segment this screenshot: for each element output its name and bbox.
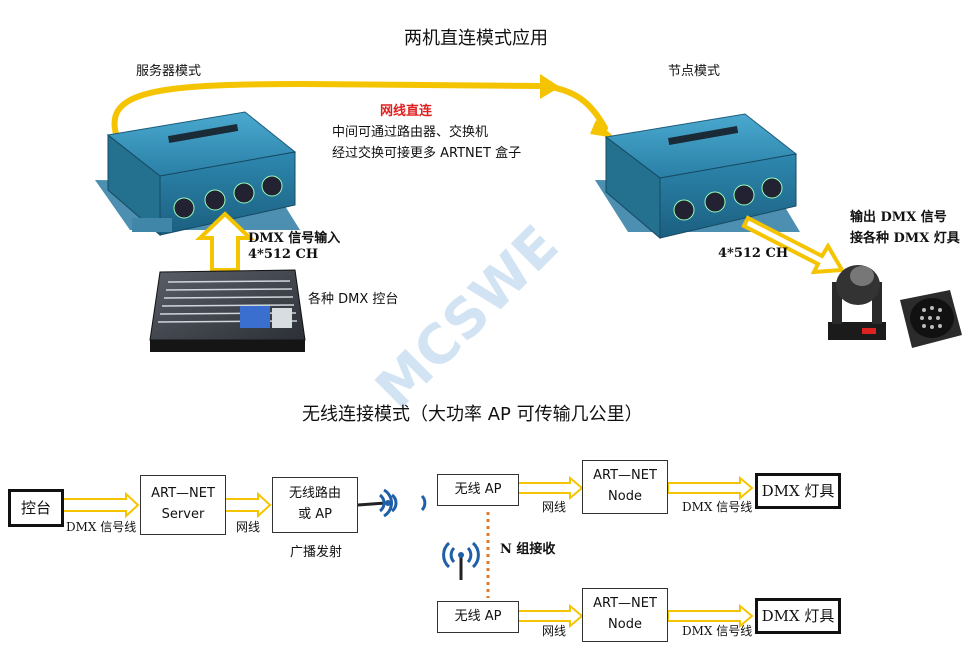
bottom-title: 无线连接模式（大功率 AP 可传输几公里） bbox=[302, 404, 643, 425]
wireless-router-box: 无线路由或 AP bbox=[272, 477, 358, 533]
wireless-ap-box-2: 无线 AP bbox=[437, 601, 519, 633]
arrow-ap-to-node-2 bbox=[517, 603, 584, 629]
receive-groups-label: N 组接收 bbox=[500, 542, 556, 557]
arrow-node-to-fixture-2 bbox=[667, 603, 754, 629]
server-device bbox=[95, 111, 300, 237]
dmx-signal-line-label-1: DMX 信号线 bbox=[682, 500, 753, 514]
moving-head-fixture-image bbox=[828, 265, 886, 340]
dmx-output-arrow bbox=[741, 215, 846, 275]
wireless-chain-arrows bbox=[61, 475, 754, 629]
net-cable-label-1: 网线 bbox=[542, 500, 567, 514]
watermark: MCSWE bbox=[363, 213, 570, 420]
dmx-fixture-box-2: DMX 灯具 bbox=[755, 598, 841, 634]
console-label: 各种 DMX 控台 bbox=[308, 292, 399, 307]
node-mode-label: 节点模式 bbox=[668, 64, 721, 79]
link-note-line1: 中间可通过路由器、交换机 bbox=[332, 125, 489, 140]
dmx-signal-line-label-2: DMX 信号线 bbox=[682, 624, 753, 638]
node-channels-label: 4*512 CH bbox=[718, 246, 789, 261]
par-light-fixture-image bbox=[900, 290, 962, 348]
arrow-ap-to-node-1 bbox=[517, 475, 584, 501]
link-direct-label: 网线直连 bbox=[380, 104, 433, 119]
network-link-arrow bbox=[111, 74, 615, 143]
dmx-output-label-line2: 接各种 DMX 灯具 bbox=[850, 231, 960, 246]
console-box: 控台 bbox=[8, 489, 64, 527]
dmx-output-label-line1: 输出 DMX 信号 bbox=[850, 210, 947, 225]
link-note-line2: 经过交换可接更多 ARTNET 盒子 bbox=[332, 146, 522, 161]
arrow-server-to-router bbox=[224, 491, 272, 519]
dmx-input-arrow bbox=[195, 211, 255, 272]
broadcast-label: 广播发射 bbox=[290, 545, 343, 560]
wireless-ap-box-1: 无线 AP bbox=[437, 474, 519, 506]
arrow-console-to-server bbox=[61, 491, 140, 519]
net-cable-label-left: 网线 bbox=[236, 520, 261, 534]
arrow-node-to-fixture-1 bbox=[667, 475, 754, 501]
net-cable-label-2: 网线 bbox=[542, 624, 567, 638]
dmx-fixture-box-1: DMX 灯具 bbox=[755, 473, 841, 509]
node-device bbox=[595, 113, 800, 240]
server-mode-label: 服务器模式 bbox=[136, 64, 202, 79]
dmx-console-image bbox=[149, 269, 306, 352]
dmx-input-label-line2: 4*512 CH bbox=[248, 247, 319, 262]
broadcast-antenna-icon bbox=[357, 488, 427, 518]
receive-antenna-icon bbox=[442, 541, 480, 580]
dmx-signal-line-label-left: DMX 信号线 bbox=[66, 520, 137, 534]
dmx-input-label-line1: DMX 信号输入 bbox=[248, 231, 341, 246]
top-title: 两机直连模式应用 bbox=[404, 28, 548, 49]
